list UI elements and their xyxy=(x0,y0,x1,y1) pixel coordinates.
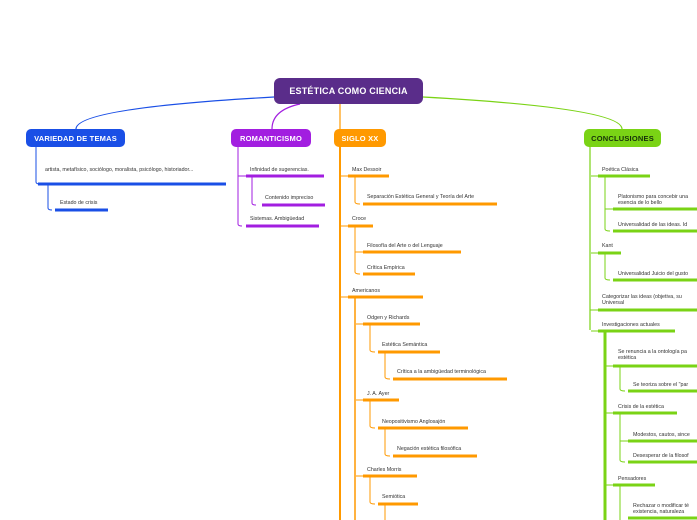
topic-infinidad-sugerencias[interactable]: Infinidad de sugerencias. xyxy=(250,167,309,173)
topic-kant[interactable]: Kant xyxy=(602,243,613,249)
topic-platonismo[interactable]: Platonismo para concebir una esencia de … xyxy=(618,194,689,207)
topic-desesperar-filosofia[interactable]: Desesperar de la filosof xyxy=(633,453,689,459)
branch-siglo-xx[interactable]: SIGLO XX xyxy=(334,129,386,147)
topic-max-dessoir[interactable]: Max Dessoir xyxy=(352,167,382,173)
topic-semiotica[interactable]: Semiótica xyxy=(382,494,406,500)
topic-pensadores[interactable]: Pensadores xyxy=(618,476,647,482)
topic-universalidad-ideas[interactable]: Universalidad de las ideas. Id xyxy=(618,222,688,228)
topic-critica-empirica[interactable]: Crítica Empírica xyxy=(367,265,405,271)
topic-separacion-estetica[interactable]: Separación Estética General y Teoría del… xyxy=(367,194,475,200)
topic-negacion-estetica[interactable]: Negación estética filosófica xyxy=(397,446,462,452)
topic-neopositivismo[interactable]: Neopositivismo Anglosajón xyxy=(382,419,446,425)
connector-romanticismo xyxy=(271,103,301,130)
connector-conclusiones xyxy=(422,96,623,130)
topic-rechazar-modificar[interactable]: Rechazar o modificar té existencia, natu… xyxy=(633,503,689,516)
topic-estetica-semantica[interactable]: Estética Semántica xyxy=(382,342,428,348)
topic-ayer[interactable]: J. A. Ayer xyxy=(367,391,390,397)
topic-categorizar-ideas[interactable]: Categorizar las ideas (objetiva, su Univ… xyxy=(602,294,682,307)
topic-sistemas-ambiguedad[interactable]: Sistemas. Ambigüedad xyxy=(250,216,305,222)
topic-americanos[interactable]: Americanos xyxy=(352,288,380,294)
topic-croce[interactable]: Croce xyxy=(352,216,367,222)
branch-conclusiones[interactable]: CONCLUSIONES xyxy=(584,129,661,147)
topic-teoriza-par[interactable]: Se teoriza sobre el "par xyxy=(633,382,689,388)
root-topic[interactable]: ESTÉTICA COMO CIENCIA xyxy=(274,78,423,104)
branch-variedad-de-temas[interactable]: VARIEDAD DE TEMAS xyxy=(26,129,125,147)
branch-romanticismo[interactable]: ROMANTICISMO xyxy=(231,129,311,147)
topic-critica-ambiguedad[interactable]: Crítica a la ambigüedad terminológica xyxy=(397,369,486,375)
topic-renuncia-ontologia[interactable]: Se renuncia a la ontología pa estética xyxy=(618,349,687,362)
topic-modestos-cautos[interactable]: Modestos, cautos, since xyxy=(633,432,690,438)
topic-poetica-clasica[interactable]: Poética Clásica xyxy=(602,167,639,173)
topic-estado-de-crisis[interactable]: Estado de crisis xyxy=(60,200,98,206)
topic-contenido-impreciso[interactable]: Contenido impreciso xyxy=(265,195,314,201)
topic-investigaciones-actuales[interactable]: Investigaciones actuales xyxy=(602,322,660,328)
topic-artista-metafisico[interactable]: artista, metafísico, sociólogo, moralist… xyxy=(45,167,194,173)
topic-odgen-richards[interactable]: Odgen y Richards xyxy=(367,315,410,321)
connector-variedad xyxy=(75,96,275,130)
topic-filosofia-del-arte[interactable]: Filosofía del Arte o del Lenguaje xyxy=(367,243,443,249)
topic-charles-morris[interactable]: Charles Morris xyxy=(367,467,402,473)
topic-universalidad-juicio[interactable]: Universalidad Juicio del gusto xyxy=(618,271,689,277)
topic-crisis-estetica[interactable]: Crisis de la estética xyxy=(618,404,664,410)
